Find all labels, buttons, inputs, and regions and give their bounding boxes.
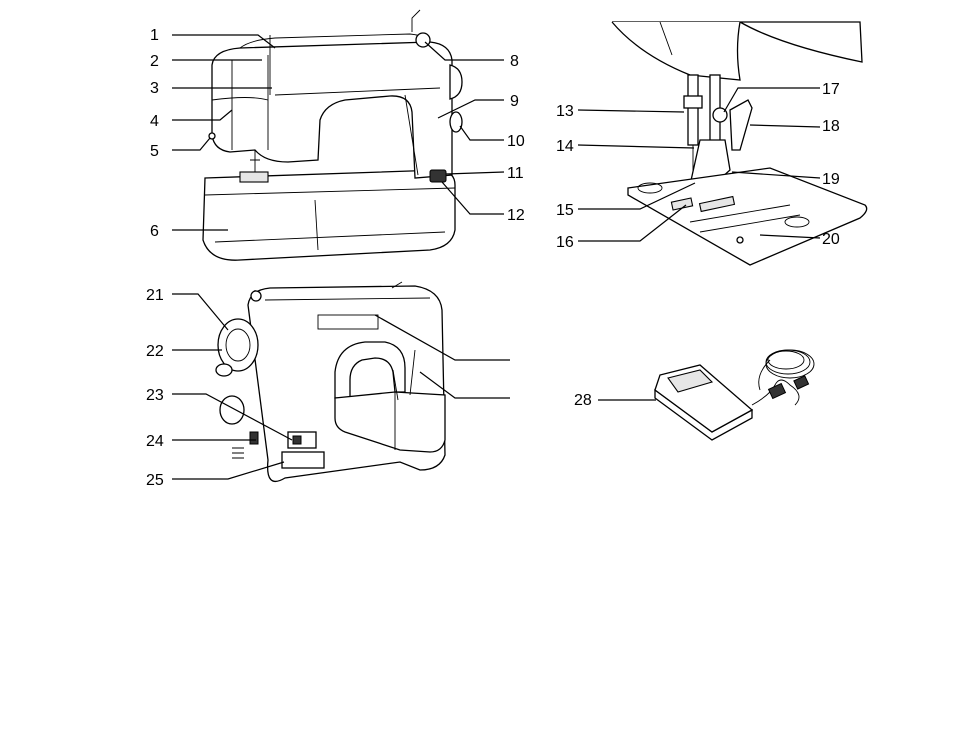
label-15: 15 [556,202,574,219]
label-25: 25 [146,472,164,489]
label-28: 28 [574,392,592,409]
label-19: 19 [822,171,840,188]
label-23: 23 [146,387,164,404]
label-5: 5 [150,143,159,160]
label-17: 17 [822,81,840,98]
label-13: 13 [556,103,574,120]
presser-foot-detail [612,22,867,265]
label-4: 4 [150,113,159,130]
label-12: 12 [507,207,525,224]
label-24: 24 [146,433,164,450]
label-9: 9 [510,93,519,110]
label-18: 18 [822,118,840,135]
label-3: 3 [150,80,159,97]
front-view-machine [203,10,462,260]
label-1: 1 [150,27,159,44]
label-16: 16 [556,234,574,251]
label-22: 22 [146,343,164,360]
rear-view-labels: 21 22 23 24 25 [146,287,164,489]
label-11: 11 [507,165,524,182]
label-21: 21 [146,287,164,304]
label-8: 8 [510,53,519,70]
rear-view-machine [216,282,445,481]
foot-controller [655,350,814,440]
label-10: 10 [507,133,525,150]
label-14: 14 [556,138,574,155]
label-6: 6 [150,223,159,240]
label-20: 20 [822,231,840,248]
label-2: 2 [150,53,159,70]
